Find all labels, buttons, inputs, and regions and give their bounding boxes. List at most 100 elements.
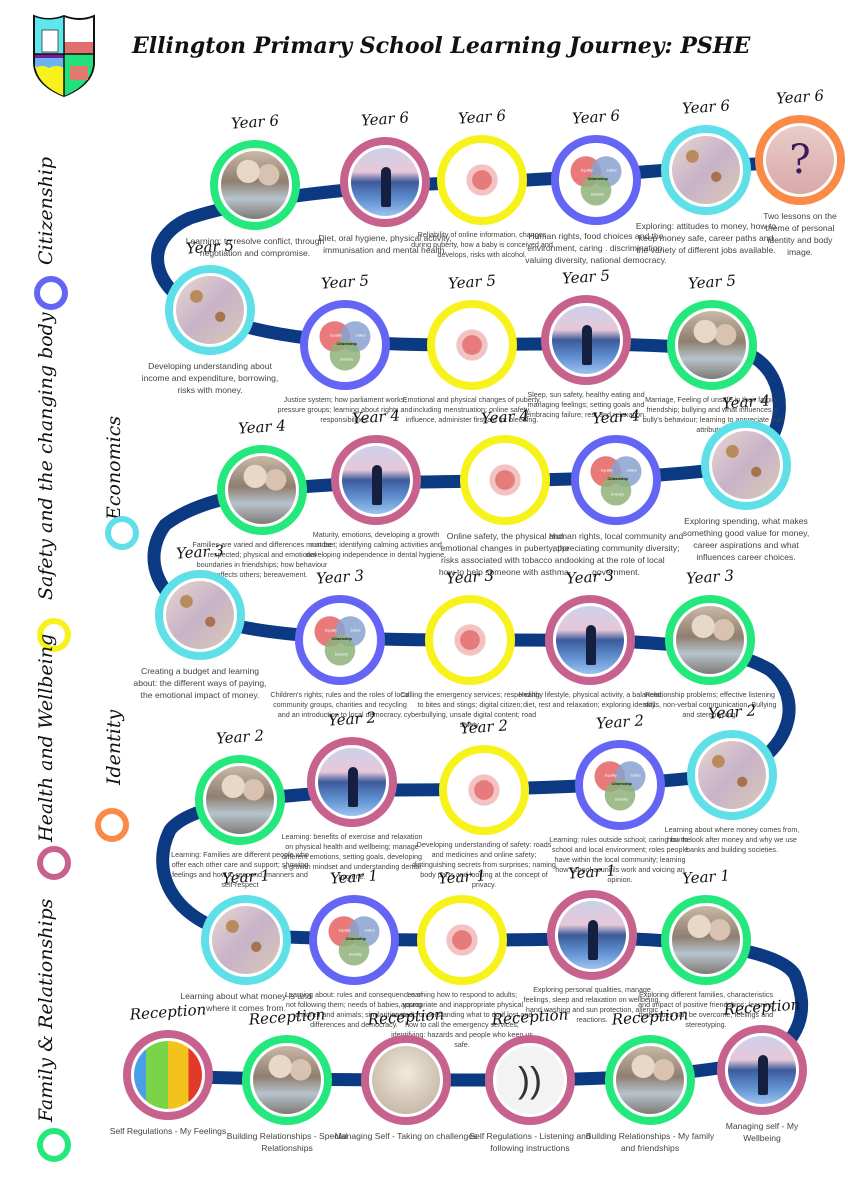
topic-ring-family: [665, 595, 755, 685]
legend-label-economics: Economics: [103, 415, 125, 520]
venn-label: Diversity: [615, 797, 628, 801]
body-image: [450, 756, 518, 824]
legend-circle-health-icon: [37, 846, 71, 880]
topic-description: Families are varied and differences must…: [192, 540, 332, 579]
legend-label-health: Health and Wellbeing: [35, 633, 57, 842]
venn-label: Diversity: [335, 652, 348, 656]
legend-circle-citizenship-icon: [34, 276, 68, 310]
topic-description: Self Regulations - Listening and followi…: [469, 1131, 591, 1153]
money-image: [698, 741, 766, 809]
quest-image: ?: [766, 126, 834, 194]
topic-ring-safety: [425, 595, 515, 685]
topic-ring-economics: [661, 125, 751, 215]
topic-ring-family: [242, 1035, 332, 1125]
topic-ring-safety: [417, 895, 507, 985]
topic-description: Managing Self - Taking on challenges: [334, 1131, 478, 1141]
topic-ring-health: [307, 737, 397, 827]
fam-image: [206, 766, 274, 834]
topic-ring-health: [717, 1025, 807, 1115]
venn-label: Citizenship: [612, 782, 633, 786]
jump-image: [372, 1046, 440, 1114]
legend-circle-economics-icon: [105, 516, 139, 550]
venn-label: Equality: [605, 774, 617, 778]
page-title: Ellington Primary School Learning Journe…: [132, 33, 751, 59]
topic-ring-economics: [155, 570, 245, 660]
legend-label-identity: Identity: [103, 709, 125, 785]
body-image: [428, 906, 496, 974]
topic-description: Learning about what money is and where i…: [180, 991, 312, 1013]
topic-description: Learning: to resolve conflict, through n…: [185, 236, 325, 258]
legend-circle-identity-icon: [95, 808, 129, 842]
venn-label: Justice: [355, 334, 366, 338]
money-image: [176, 276, 244, 344]
venn-label: Diversity: [340, 357, 353, 361]
topic-description: Marriage, Feeling of unsafe in their fam…: [642, 395, 782, 434]
topic-ring-health: [123, 1030, 213, 1120]
topic-description: Learning about where money comes from, h…: [664, 825, 800, 854]
topic-ring-health: )): [485, 1035, 575, 1125]
topic-description: Learning: benefits of exercise and relax…: [281, 832, 423, 881]
topic-ring-safety: [437, 135, 527, 225]
fam-image: [228, 456, 296, 524]
topic-description: Human rights, local community and apprec…: [548, 531, 684, 577]
body-image: [436, 606, 504, 674]
yoga-image: [558, 901, 626, 969]
topic-ring-family: [217, 445, 307, 535]
topic-description: Human rights, food choices and the envir…: [525, 231, 667, 265]
topic-ring-health: [541, 295, 631, 385]
venn-label: Citizenship: [337, 342, 358, 346]
topic-ring-family: [605, 1035, 695, 1125]
money-image: [712, 431, 780, 499]
venn-label: Diversity: [611, 492, 624, 496]
yoga-image: [318, 748, 386, 816]
venn-label: Justice: [364, 929, 375, 933]
venn-label: Citizenship: [346, 937, 367, 941]
zones-image: [134, 1041, 202, 1109]
venn-label: Citizenship: [608, 477, 629, 481]
venn-label: Equality: [330, 334, 342, 338]
topic-ring-family: [661, 895, 751, 985]
venn-label: Justice: [350, 629, 361, 633]
topic-description: Exploring different families, characteri…: [638, 990, 774, 1029]
topic-description: Online safety, the physical and emotiona…: [438, 531, 572, 577]
venn-label: Diversity: [349, 952, 362, 956]
school-crest-logo: [33, 14, 95, 98]
topic-description: Diet, oral hygiene, physical activity, i…: [318, 233, 452, 255]
body-image: [471, 446, 539, 514]
topic-description: Exploring personal qualities, manage fee…: [523, 985, 661, 1024]
fam-image: [221, 151, 289, 219]
topic-description: Exploring: attitudes to money, how to ke…: [635, 221, 777, 255]
topic-ring-family: [667, 300, 757, 390]
topic-description: Learning about: rules and consequences o…: [285, 990, 423, 1029]
topic-ring-safety: [427, 300, 517, 390]
fam-image: [672, 906, 740, 974]
topic-description: Maturity, emotions, developing a growth …: [305, 530, 447, 559]
topic-ring-health: [331, 435, 421, 525]
topic-description: Reliability of online information, chang…: [411, 230, 553, 259]
topic-ring-identity: ?: [755, 115, 845, 205]
legend-label-family: Family & Relationships: [35, 898, 57, 1122]
yoga-image: [351, 148, 419, 216]
venn-label: Equality: [325, 629, 337, 633]
fam-image: [678, 311, 746, 379]
topic-description: Building Relationships - My family and f…: [585, 1131, 715, 1153]
legend-label-safety: Safety and the changing body: [35, 312, 57, 600]
venn-label: Diversity: [591, 192, 604, 196]
money-image: [212, 906, 280, 974]
money-image: [672, 136, 740, 204]
topic-ring-economics: [701, 420, 791, 510]
venn-label: Equality: [601, 469, 613, 473]
topic-ring-family: [210, 140, 300, 230]
ear-image: )): [496, 1046, 564, 1114]
topic-description: Two lessons on the theme of personal ide…: [763, 211, 837, 257]
topic-description: Relationship problems; effective listeni…: [643, 690, 777, 719]
topic-description: Self Regulations - My Feelings: [109, 1126, 227, 1136]
topic-ring-health: [361, 1035, 451, 1125]
